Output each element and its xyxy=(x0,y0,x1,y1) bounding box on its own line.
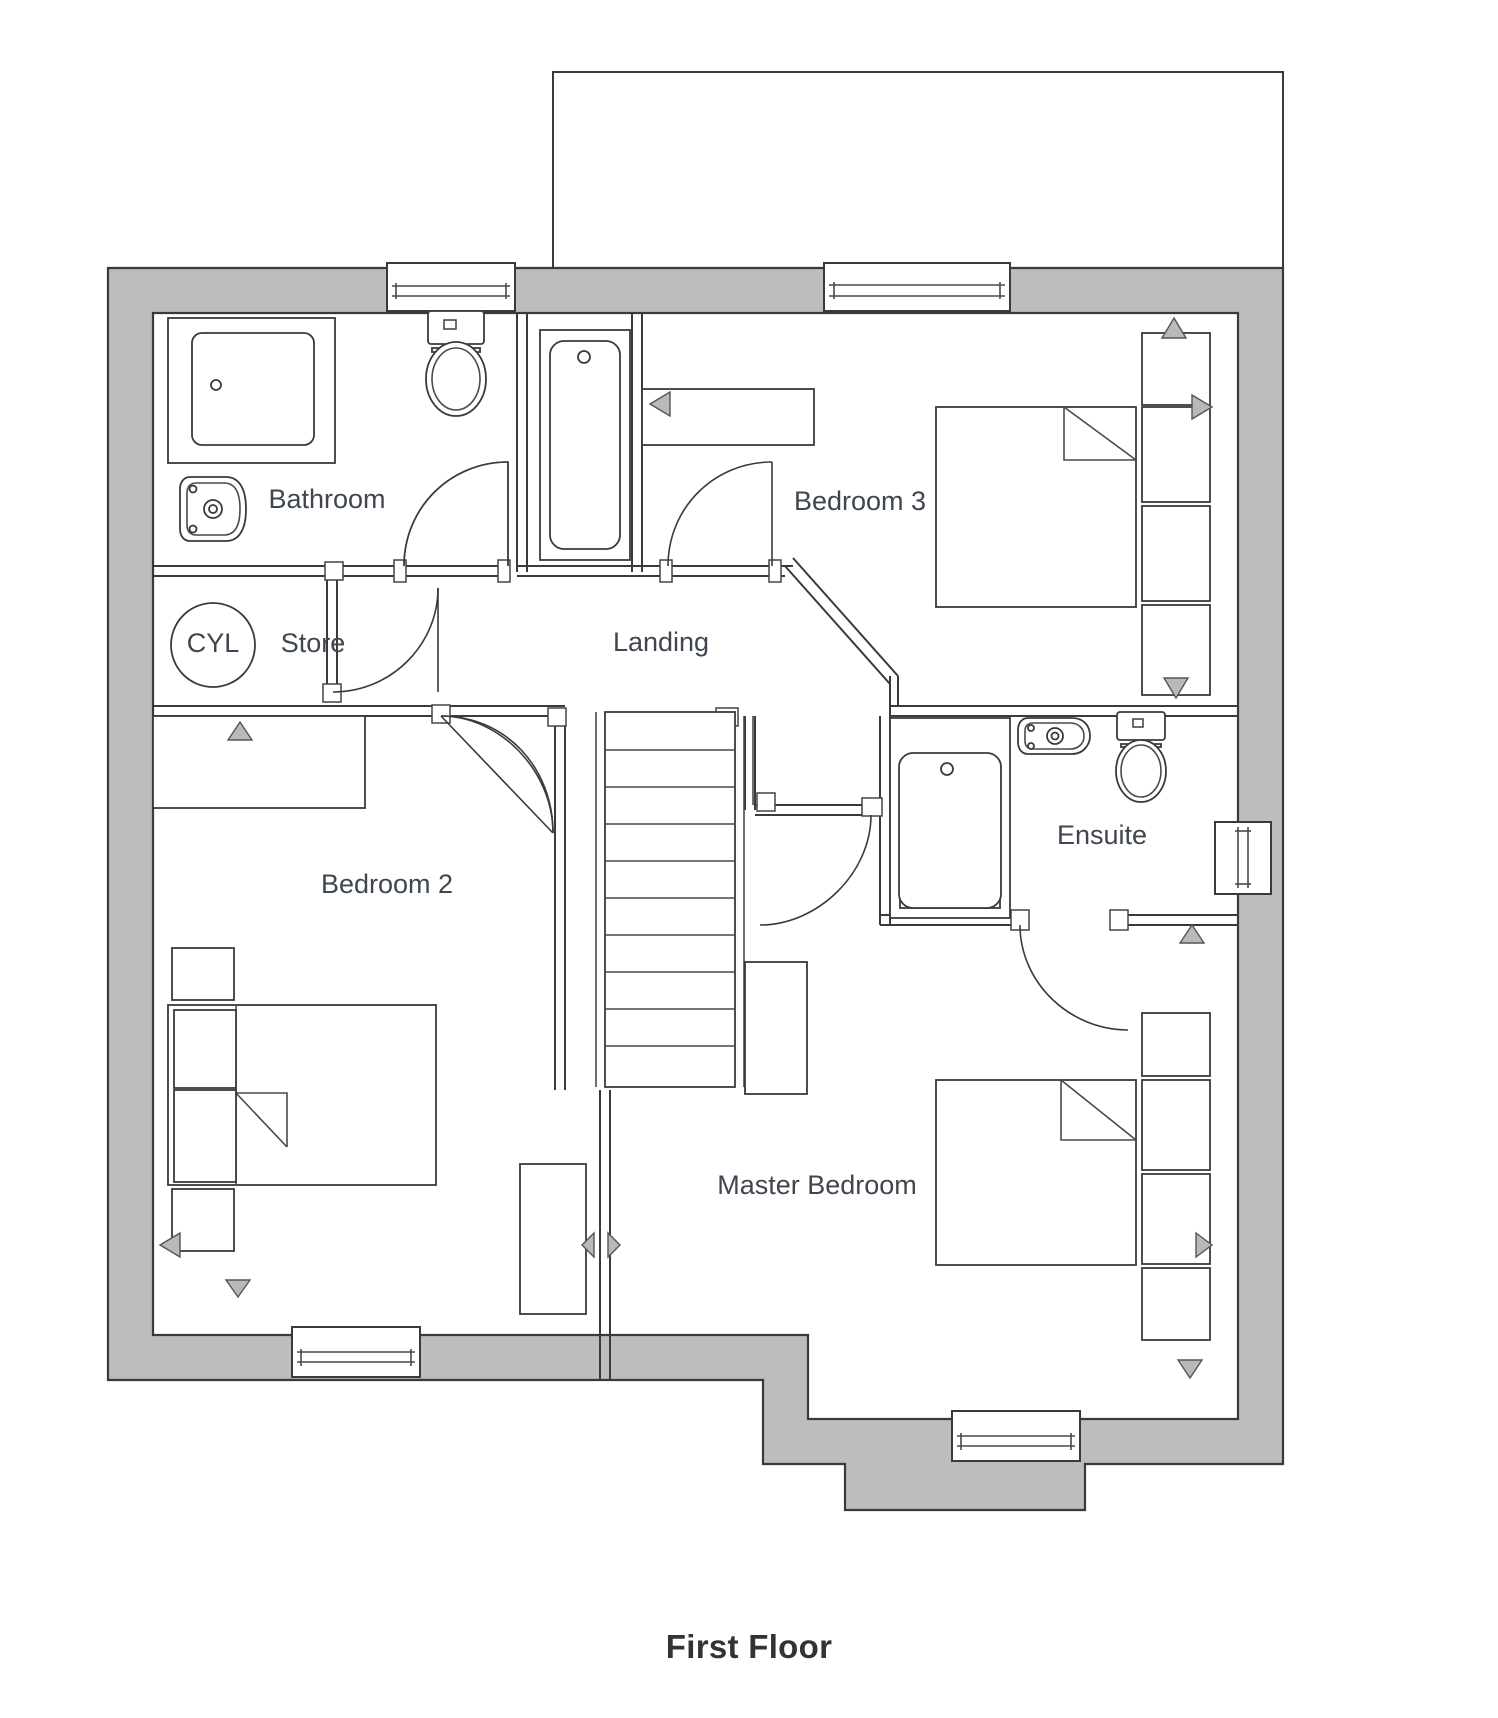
bedroom2-bedside-table-bottom xyxy=(171,1188,235,1252)
room-label-cylinder: CYL xyxy=(187,628,240,658)
window-top-bathroom xyxy=(386,262,516,312)
room-label-ensuite: Ensuite xyxy=(1057,820,1147,850)
master-bedroom-bed xyxy=(935,1079,1137,1266)
direction-marker-ensuite-bottom xyxy=(1178,923,1206,944)
direction-marker-bath-landing xyxy=(648,390,671,418)
stair-side-cupboard-lower xyxy=(519,1163,587,1315)
direction-marker-master-right xyxy=(1195,1231,1214,1259)
outer-walls xyxy=(106,266,1285,1512)
internal-walls xyxy=(153,313,1238,1380)
ensuite-toilet xyxy=(1115,711,1167,803)
bathroom-shower-tray xyxy=(167,317,336,464)
bedroom3-wardrobe xyxy=(1141,406,1211,696)
bedroom3-bedside-table xyxy=(1141,332,1211,406)
bath-tub-main xyxy=(539,329,631,561)
stair-side-cupboard-upper xyxy=(744,961,808,1095)
room-label-landing: Landing xyxy=(613,627,709,657)
room-label-bedroom3: Bedroom 3 xyxy=(794,486,926,516)
bedroom3-bed xyxy=(935,406,1137,608)
direction-marker-master-bottom xyxy=(1176,1359,1204,1380)
direction-marker-store xyxy=(226,720,254,741)
direction-marker-stair-right xyxy=(607,1231,621,1259)
direction-marker-bedroom3-right xyxy=(1191,393,1214,421)
direction-marker-bedroom3-bottom xyxy=(1162,677,1190,700)
ensuite-wash-basin xyxy=(1017,717,1091,755)
room-label-bedroom2: Bedroom 2 xyxy=(321,869,453,899)
room-label-store: Store xyxy=(281,628,346,658)
bathroom-toilet xyxy=(425,310,487,417)
direction-marker-bedroom3-top-right xyxy=(1160,316,1188,339)
bedroom2-bedside-table-top xyxy=(171,947,235,1001)
window-bottom-master xyxy=(951,1410,1081,1462)
floor-plan-title: First Floor xyxy=(665,1628,833,1665)
bathroom-wash-basin xyxy=(179,476,247,542)
master-bedroom-wardrobe xyxy=(1141,1079,1211,1265)
direction-marker-stair-left xyxy=(581,1231,595,1259)
master-bedroom-bedside-table-top xyxy=(1141,1012,1211,1077)
staircase xyxy=(595,711,754,1088)
direction-marker-bedroom2-left xyxy=(158,1231,181,1259)
window-bottom-bedroom2 xyxy=(291,1326,421,1378)
window-right-ensuite xyxy=(1214,821,1272,895)
bedroom2-builtin-box xyxy=(152,715,366,809)
roof-overhang-outline xyxy=(552,71,1284,268)
bedroom2-wardrobe xyxy=(173,1009,237,1183)
door-swings xyxy=(332,461,1129,1031)
master-bedroom-bedside-table-bottom xyxy=(1141,1267,1211,1341)
window-top-bedroom3 xyxy=(823,262,1011,312)
room-label-bathroom: Bathroom xyxy=(268,484,385,514)
hot-water-cylinder xyxy=(170,602,256,688)
room-label-master-bedroom: Master Bedroom xyxy=(717,1170,917,1200)
ensuite-bath xyxy=(889,717,1011,919)
direction-marker-bedroom2-bottom xyxy=(224,1279,252,1299)
